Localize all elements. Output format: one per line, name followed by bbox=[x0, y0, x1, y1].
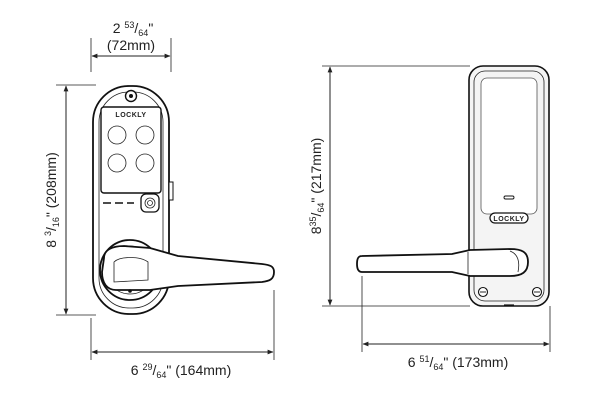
front-lock-body: LOCKLY bbox=[92, 85, 275, 315]
keypad-button-3 bbox=[107, 153, 127, 173]
back-depth-dimension: 6 51/64" (173mm) bbox=[361, 276, 551, 372]
front-height-dimension: 8 3/16" (208mm) bbox=[43, 84, 96, 316]
back-lock-body: LOCKLY bbox=[356, 65, 550, 307]
fingerprint-sensor-icon bbox=[140, 193, 160, 213]
keypad-button-2 bbox=[135, 125, 155, 145]
back-depth-label: 6 51/64" (173mm) bbox=[408, 354, 508, 372]
back-view: 835/64" (217mm) LOCKLY bbox=[308, 65, 551, 372]
back-handle-lever bbox=[356, 248, 529, 277]
back-height-label: 835/64" (217mm) bbox=[308, 138, 326, 235]
screw-left-icon bbox=[477, 286, 489, 298]
front-handle-lever bbox=[101, 245, 275, 291]
front-view: 2 53/64" (72mm) 8 3/16" (208mm) LOCKLY bbox=[43, 20, 275, 380]
front-brand-logo: LOCKLY bbox=[115, 112, 146, 119]
screw-right-icon bbox=[531, 286, 543, 298]
keypad-button-1 bbox=[107, 125, 127, 145]
front-width-dimension: 2 53/64" (72mm) bbox=[90, 20, 172, 72]
keypad-screen bbox=[100, 106, 162, 194]
front-width-metric: (72mm) bbox=[107, 37, 155, 53]
front-width-imperial: 2 53/64" bbox=[113, 20, 154, 38]
front-depth-label: 6 29/64" (164mm) bbox=[131, 362, 231, 380]
front-height-label: 8 3/16" (208mm) bbox=[43, 152, 61, 247]
keypad-button-4 bbox=[135, 153, 155, 173]
back-brand-logo: LOCKLY bbox=[493, 216, 524, 223]
front-depth-dimension: 6 29/64" (164mm) bbox=[90, 290, 275, 380]
back-height-dimension: 835/64" (217mm) bbox=[308, 65, 470, 307]
